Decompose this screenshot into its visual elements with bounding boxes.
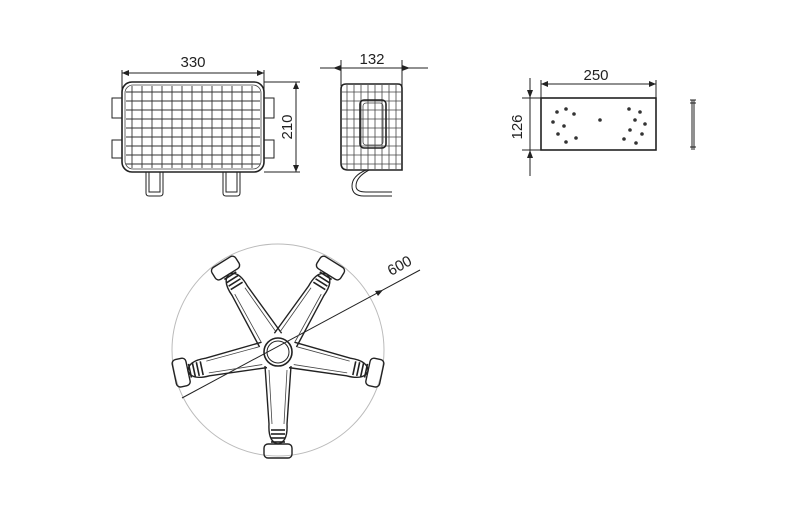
plate-hole [562, 124, 566, 128]
plate-hole [628, 128, 632, 132]
caster-rib [315, 278, 328, 287]
star-arm [273, 255, 346, 348]
plate-hole [638, 110, 642, 114]
star-arm [288, 341, 385, 388]
caster-rib [319, 271, 333, 281]
basket-leg-left-inner [148, 172, 161, 193]
dimension-label-210: 210 [279, 114, 296, 139]
side-grid [342, 85, 401, 169]
caster-rib [187, 363, 193, 378]
caster-rib [317, 274, 330, 284]
arm-inner [234, 287, 277, 342]
plate-hole [640, 132, 644, 136]
plate-hole [572, 112, 576, 116]
mounting-plate [540, 97, 657, 151]
basket-front-view: 330 210 [111, 54, 300, 197]
caster [315, 255, 346, 281]
plate-hole [598, 118, 602, 122]
hook-right-bottom [264, 139, 275, 159]
basket-leg-right-inner [225, 172, 238, 193]
basket-leg-left [145, 172, 164, 197]
dimension-label-126: 126 [509, 114, 526, 139]
dimension-label-330: 330 [180, 54, 205, 71]
caster-rib [226, 274, 239, 284]
arm-outline [273, 272, 331, 348]
arm-outline [187, 341, 268, 379]
plate-hole [634, 141, 638, 145]
hook-left-top [111, 97, 122, 119]
plate-hole [564, 140, 568, 144]
caster-rib [355, 362, 361, 377]
plate-hole [555, 110, 559, 114]
arm-inner [279, 287, 322, 342]
plate-hole [551, 120, 555, 124]
arrowhead [527, 90, 533, 98]
diameter-dimension-line [181, 269, 421, 399]
basket-side-view: 132 [320, 51, 428, 197]
arm-inner [293, 346, 350, 374]
caster-rib [195, 362, 201, 377]
arrowhead [402, 65, 410, 71]
center-hub-inner [266, 340, 290, 364]
basket-frame [121, 81, 265, 173]
caster [365, 357, 385, 388]
arm-outline [288, 341, 369, 379]
caster-rib [359, 362, 365, 377]
arm-inner [206, 346, 263, 374]
star-arm [171, 341, 268, 388]
plate-profile-ticks [690, 99, 696, 148]
caster [210, 255, 241, 281]
star-arm [263, 365, 293, 459]
star-base-top-view: 600 [171, 243, 421, 459]
caster-rib [223, 271, 237, 281]
arm-outline [225, 272, 283, 348]
side-bracket-inner [362, 102, 384, 146]
mounting-plate-view: 250 126 [509, 67, 696, 176]
arrowhead [375, 290, 383, 296]
caster-rib [363, 363, 369, 378]
arm-outline [264, 365, 292, 445]
plate-hole [633, 118, 637, 122]
caster-rib [230, 281, 244, 291]
caster [263, 443, 293, 459]
star-arm [210, 255, 283, 348]
hook-left-bottom [111, 139, 122, 159]
base-diameter-circle [171, 243, 385, 457]
caster-rib [191, 362, 197, 377]
plate-hole [627, 107, 631, 111]
dimension-label-132: 132 [359, 51, 384, 68]
plate-hole [622, 137, 626, 141]
side-bracket [359, 99, 387, 149]
center-hub-outer [263, 337, 293, 367]
plate-hole [643, 122, 647, 126]
side-hook [351, 169, 392, 197]
basket-grid [126, 86, 260, 168]
basket-leg-right [222, 172, 241, 197]
caster-rib [199, 361, 204, 376]
arrowhead [333, 65, 341, 71]
plate-holes [551, 107, 647, 145]
plate-hole [564, 107, 568, 111]
plate-hole [556, 132, 560, 136]
side-frame [340, 83, 403, 171]
arrowhead [527, 150, 533, 158]
side-hook-inner [355, 169, 392, 193]
star-arms [171, 255, 385, 459]
arm-inner [268, 369, 288, 425]
basket-frame-inner [124, 84, 262, 170]
caster-rib [228, 278, 241, 287]
caster-rib [312, 281, 326, 291]
hook-right-top [264, 97, 275, 119]
caster-rib [352, 361, 357, 376]
plate-hole [574, 136, 578, 140]
dimension-label-250: 250 [583, 67, 608, 84]
caster [171, 357, 191, 388]
